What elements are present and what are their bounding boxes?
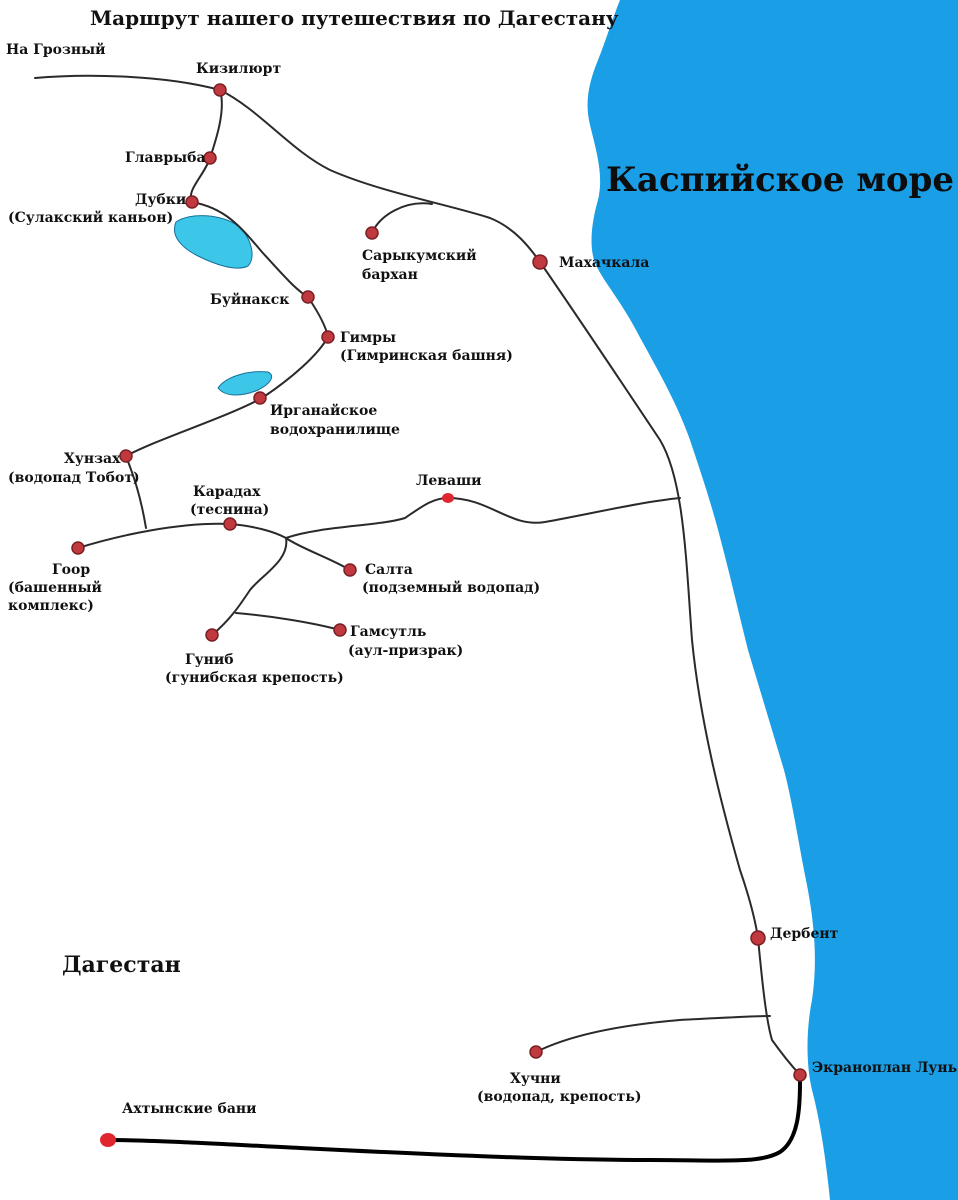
label-dubki: Дубки [135,192,187,208]
point-karadakh[interactable] [223,517,237,531]
point-sarykum[interactable] [365,226,379,240]
label-gimry: Гимры [340,330,397,346]
road-sarykum [371,202,433,234]
road-makhachkala-derbent [539,261,759,939]
label-gamsutl: Гамсутль [350,624,427,640]
label-salta-note: (подземный водопад) [362,580,541,596]
road-kizilyurt-dubki [189,89,223,203]
label-gamsutl-note: (аул-призрак) [348,643,464,659]
label-glavryba: Главрыба [125,150,206,166]
road-khuchni [535,1015,771,1053]
label-akhty: Ахтынские бани [122,1101,257,1117]
point-khuchni[interactable] [529,1045,543,1059]
label-levashi: Леваши [416,473,482,489]
label-karadakh: Карадах [193,484,261,500]
point-gunib[interactable] [205,628,219,642]
caspian-sea [587,0,958,1200]
label-dubki-note: (Сулакский каньон) [8,210,174,226]
label-khuchni-note: (водопад, крепость) [477,1089,642,1105]
label-khuchni: Хучни [510,1071,561,1087]
label-goor-note-2: комплекс) [8,598,94,614]
map-title: Маршрут нашего путешествия по Дагестану [90,6,619,30]
point-makhachkala[interactable] [532,254,548,270]
point-glavryba[interactable] [203,151,217,165]
road-goor-karadakh [77,522,287,549]
lake-sulak [174,215,253,269]
road-kizilyurt-makhachkala [219,89,541,263]
label-grozny: На Грозный [6,42,106,58]
point-derbent[interactable] [750,930,766,946]
road-gamsutl [235,612,341,631]
lake-irganay [217,371,273,396]
route-akhty [106,1080,802,1163]
label-irganay-2: водохранилище [270,422,400,438]
points [71,83,807,1082]
label-gunib-note: (гунибская крепость) [165,670,344,686]
label-irganay-1: Ирганайское [270,403,378,419]
point-irganay[interactable] [253,391,267,405]
point-dubki[interactable] [185,195,199,209]
point-kizilyurt[interactable] [213,83,227,97]
label-sarykum-1: Сарыкумский [362,248,477,264]
point-khunzakh[interactable] [119,449,133,463]
label-kizilyurt: Кизилюрт [196,61,282,77]
sea-label: Каспийское море [606,160,955,200]
label-salta: Салта [365,562,413,578]
label-buynaksk: Буйнакск [210,292,290,308]
label-khunzakh-note: (водопад Тобот) [8,470,140,486]
road-levashi-highway [447,497,681,524]
road-khunzakh-south [125,455,147,529]
point-akhty[interactable] [100,1133,116,1147]
label-gunib: Гуниб [185,652,234,668]
road-grozny-kizilyurt [34,74,221,91]
point-levashi[interactable] [442,493,454,503]
point-gamsutl[interactable] [333,623,347,637]
roads [34,74,801,1076]
region-label: Дагестан [62,952,181,978]
label-sarykum-2: бархан [362,267,418,283]
label-derbent: Дербент [770,926,839,942]
label-goor-note-1: (башенный [8,580,102,596]
road-junction-levashi [285,497,449,539]
point-goor[interactable] [71,541,85,555]
label-khunzakh: Хунзах [64,451,121,467]
road-dubki-gimry [191,201,329,338]
road-junction-salta [285,537,351,571]
label-goor: Гоор [52,562,91,578]
point-salta[interactable] [343,563,357,577]
point-gimry[interactable] [321,330,335,344]
point-lun[interactable] [793,1068,807,1082]
label-makhachkala: Махачкала [559,255,650,271]
road-junction-gunib [211,537,288,636]
point-buynaksk[interactable] [301,290,315,304]
road-derbent-lun [757,937,801,1076]
label-karadakh-note: (теснина) [190,502,270,518]
label-gimry-note: (Гимринская башня) [340,348,513,364]
label-lun: Экраноплан Лунь [812,1060,958,1076]
